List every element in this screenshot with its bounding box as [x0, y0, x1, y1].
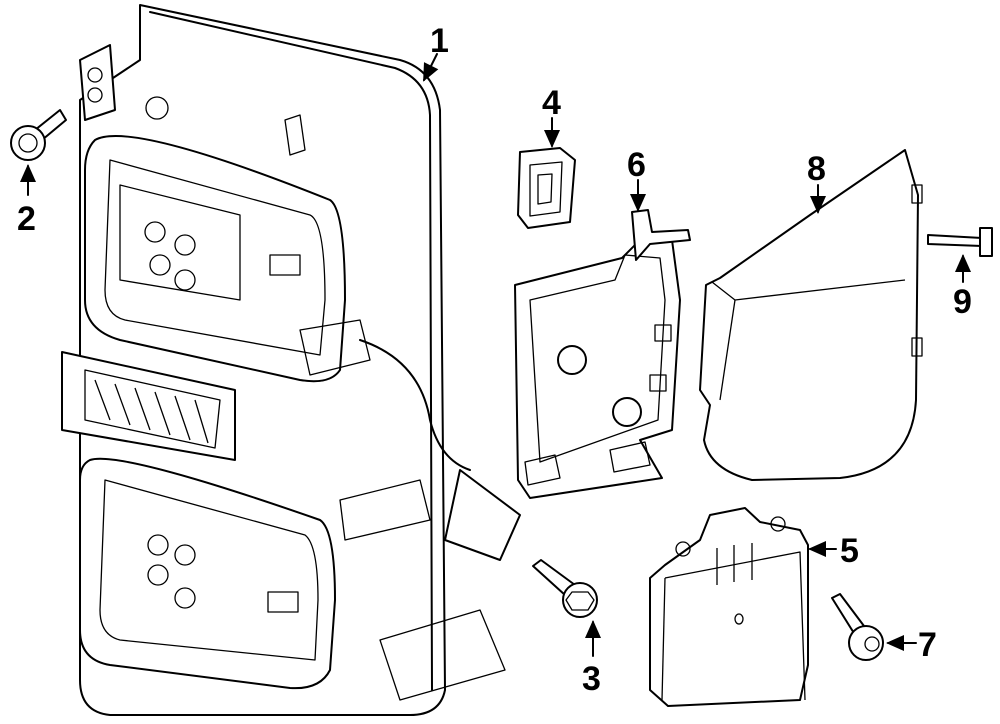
bolt-2[interactable] [10, 109, 67, 161]
callout-5: 5 [840, 532, 859, 570]
bolt-9[interactable] [927, 227, 993, 257]
callout-1: 1 [430, 22, 449, 60]
callout-7: 7 [918, 626, 937, 664]
cap-4[interactable] [517, 147, 576, 229]
control-module-5[interactable] [649, 507, 809, 707]
callout-2: 2 [17, 200, 36, 238]
bracket-6[interactable] [514, 209, 691, 499]
headlamp-assembly[interactable] [61, 4, 521, 716]
cover-8[interactable] [699, 149, 923, 481]
callout-6: 6 [627, 146, 646, 184]
bolt-3[interactable] [532, 559, 598, 618]
leader-1 [423, 53, 439, 82]
callout-4: 4 [542, 84, 561, 122]
callout-8: 8 [807, 150, 826, 188]
callout-3: 3 [582, 660, 601, 698]
callout-9: 9 [953, 283, 972, 321]
bolt-7[interactable] [831, 593, 884, 661]
